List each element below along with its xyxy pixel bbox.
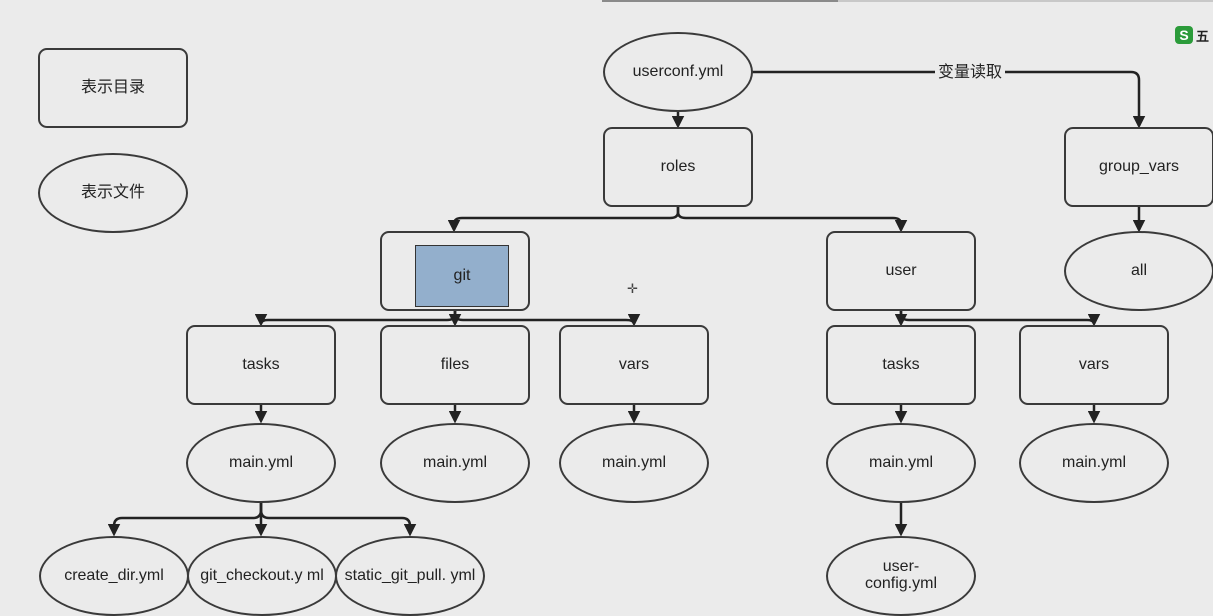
edge-user-vars [899,310,1101,327]
legend-file-label: 表示文件 [80,183,145,201]
move-cursor-icon: ✛ [627,281,638,296]
edge-main-createdir [107,502,263,537]
node-git-selected[interactable]: git [415,245,509,307]
node-static-git-pull-yml[interactable]: static_git_pull. yml [335,536,485,616]
node-create-dir-yml[interactable]: create_dir.yml [39,536,189,616]
legend-directory-label: 表示目录 [80,78,145,96]
node-git-files[interactable]: files [380,325,530,405]
node-roles[interactable]: roles [603,127,753,207]
edge-main-staticgitpull [259,502,417,537]
edge-label-var-read: 变量读取 [935,63,1006,83]
edge-git-vars [453,310,641,327]
node-git-tasks[interactable]: tasks [186,325,336,405]
node-git-vars-main-yml[interactable]: main.yml [559,423,709,503]
node-user-vars[interactable]: vars [1019,325,1169,405]
top-bar-dark [602,0,838,2]
node-git-tasks-main-yml[interactable]: main.yml [186,423,336,503]
node-user-tasks[interactable]: tasks [826,325,976,405]
top-bar-light [838,0,1213,2]
sogou-app-icon: S [1175,26,1193,44]
node-all[interactable]: all [1064,231,1213,311]
edge-userconf-groupvars [752,70,1146,129]
edge-roles-user [676,206,908,233]
node-git-files-main-yml[interactable]: main.yml [380,423,530,503]
edge-git-tasks [254,310,457,327]
node-git-vars[interactable]: vars [559,325,709,405]
legend-file-ellipse: 表示文件 [38,153,188,233]
node-user-vars-main-yml[interactable]: main.yml [1019,423,1169,503]
legend-directory-box: 表示目录 [38,48,188,128]
node-group-vars[interactable]: group_vars [1064,127,1213,207]
node-user-tasks-main-yml[interactable]: main.yml [826,423,976,503]
node-user-config-yml[interactable]: user- config.yml [826,536,976,616]
node-git-checkout-yml[interactable]: git_checkout.y ml [187,536,337,616]
edge-roles-git [447,206,680,233]
app-badge-text: 五 [1196,28,1210,44]
app-badge[interactable]: S 五 [1175,24,1213,46]
node-userconf-yml[interactable]: userconf.yml [603,32,753,112]
node-user[interactable]: user [826,231,976,311]
